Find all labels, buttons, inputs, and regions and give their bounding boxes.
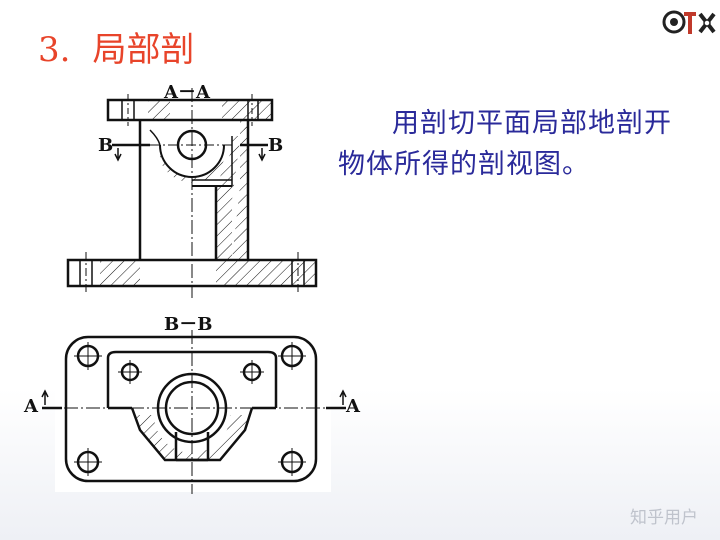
slide-title: 3. 局部剖 xyxy=(38,22,194,71)
slide-title-text: 局部剖 xyxy=(92,30,195,70)
cut-label-b-left: B xyxy=(98,135,114,156)
watermark: 知乎用户 xyxy=(630,508,698,528)
cut-label-b-right: B xyxy=(268,135,284,156)
front-view xyxy=(66,88,318,298)
section-arrow-icon xyxy=(41,389,347,405)
top-view xyxy=(42,326,346,494)
slide-description: 用剖切平面局部地剖开物体所得的剖视图。 xyxy=(338,108,672,180)
cut-label-a-right: A xyxy=(346,396,360,417)
section-arrow-icon xyxy=(114,148,266,162)
cut-label-a-left: A xyxy=(24,396,38,417)
slide-number: 3. xyxy=(38,30,71,70)
section-label-aa: A－A xyxy=(164,82,210,103)
logo-icon xyxy=(662,10,716,34)
section-label-bb: B－B xyxy=(164,314,213,335)
